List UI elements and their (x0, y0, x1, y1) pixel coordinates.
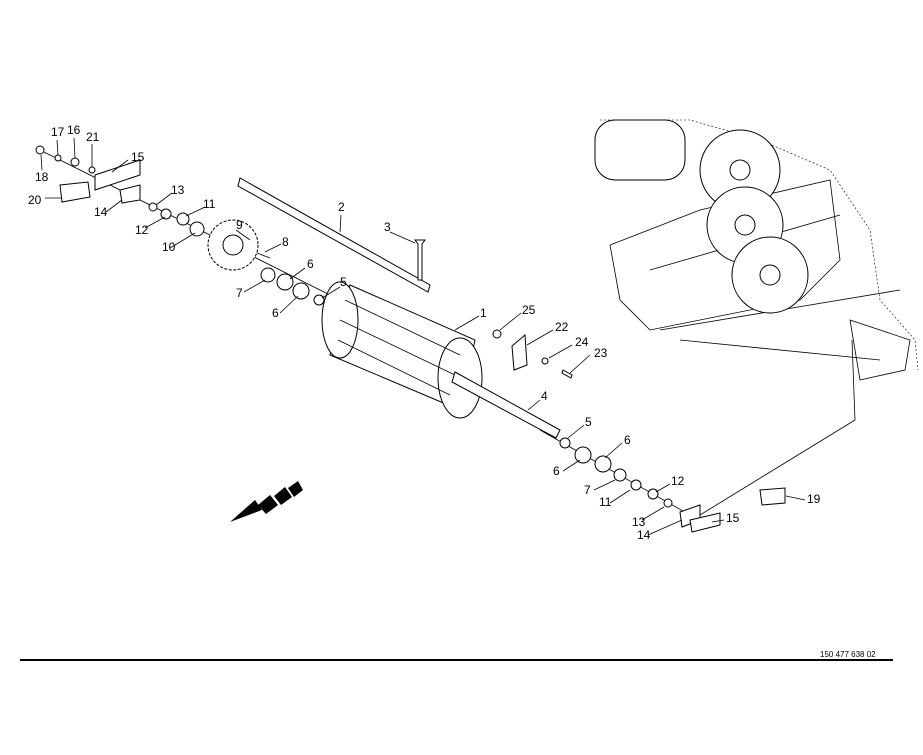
callout: 8 (282, 235, 289, 249)
callout: 7 (236, 286, 243, 300)
callout: 15 (131, 150, 145, 164)
callout: 1 (480, 306, 487, 320)
callout: 4 (541, 389, 548, 403)
callout: 25 (522, 303, 536, 317)
callout: 21 (86, 130, 100, 144)
screw (414, 239, 426, 281)
callout: 10 (162, 240, 176, 254)
callout: 5 (585, 415, 592, 429)
callout: 20 (28, 193, 42, 207)
left-bearing-assembly (35, 145, 341, 306)
callout: 23 (594, 346, 608, 360)
callout-labels: 17 16 21 15 18 20 14 13 12 11 10 9 8 7 6… (28, 123, 821, 542)
machine-frame (594, 119, 919, 516)
callout: 3 (384, 220, 391, 234)
callout: 6 (272, 306, 279, 320)
direction-arrow (230, 481, 303, 522)
callout: 19 (807, 492, 821, 506)
drum (321, 281, 561, 439)
callout: 5 (340, 275, 347, 289)
right-bearing-assembly (492, 329, 786, 533)
callout: 9 (236, 218, 243, 232)
callout: 11 (203, 197, 216, 211)
callout: 13 (171, 183, 185, 197)
strip-bar (237, 177, 431, 293)
callout: 7 (584, 483, 591, 497)
leader-lines (40, 137, 806, 536)
callout: 12 (671, 474, 685, 488)
callout: 18 (35, 170, 49, 184)
callout: 12 (135, 223, 149, 237)
callout: 6 (307, 257, 314, 271)
callout: 2 (338, 200, 345, 214)
callout: 15 (726, 511, 740, 525)
document-number: 150 477 638 02 (820, 650, 876, 659)
callout: 22 (555, 320, 569, 334)
callout: 14 (94, 205, 108, 219)
callout: 17 (51, 125, 65, 139)
callout: 6 (624, 433, 631, 447)
callout: 11 (599, 495, 612, 509)
callout: 6 (553, 464, 560, 478)
callout: 13 (632, 515, 646, 529)
callout: 14 (637, 528, 651, 542)
callout: 24 (575, 335, 589, 349)
callout: 16 (67, 123, 81, 137)
